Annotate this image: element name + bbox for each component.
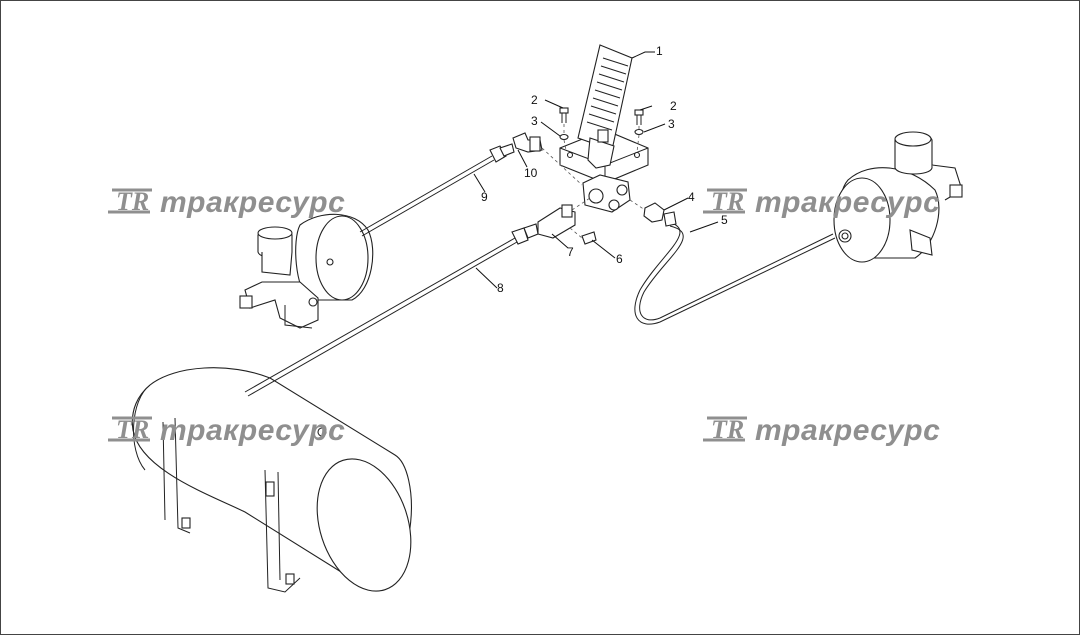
watermark-text: тракресурс [160, 414, 345, 447]
callout-1: 1 [656, 44, 663, 58]
screw-right [634, 109, 644, 153]
callout-5: 5 [721, 213, 728, 227]
leader-lines [473, 51, 719, 289]
air-line-8 [244, 223, 539, 397]
left-brake-chamber [239, 213, 374, 329]
air-tank [131, 367, 412, 593]
callout-9: 9 [481, 190, 488, 204]
callout-2-right: 2 [670, 99, 677, 113]
watermark-text: тракресурс [755, 186, 940, 219]
elbow-fitting [512, 132, 583, 186]
callout-labels: 1 2 2 3 3 4 5 6 7 8 9 10 [481, 44, 728, 295]
watermark-text: тракресурс [160, 186, 345, 219]
callout-4: 4 [688, 190, 695, 204]
callout-10: 10 [524, 166, 538, 180]
watermark-logo: TR [116, 187, 149, 216]
right-brake-chamber [833, 131, 963, 263]
air-line-5 [634, 211, 836, 325]
watermark-bottom-left: TR тракресурс [108, 414, 345, 447]
straight-fitting [629, 199, 665, 223]
watermark-top-left: TR тракресурс [108, 186, 345, 219]
callout-8: 8 [497, 281, 504, 295]
callout-2-left: 2 [531, 93, 538, 107]
watermark-logo: TR [116, 415, 149, 444]
watermark-bottom-right: TR тракресурс [703, 414, 940, 447]
callout-3-right: 3 [668, 117, 675, 131]
air-line-9 [359, 143, 515, 237]
callout-3-left: 3 [531, 114, 538, 128]
callout-6: 6 [616, 252, 623, 266]
watermark-top-right: TR тракресурс [703, 186, 940, 219]
callout-7: 7 [567, 245, 574, 259]
watermark-text: тракресурс [755, 414, 940, 447]
watermark-logo: TR [711, 187, 744, 216]
watermark-logo: TR [711, 415, 744, 444]
screw-left [559, 107, 569, 151]
